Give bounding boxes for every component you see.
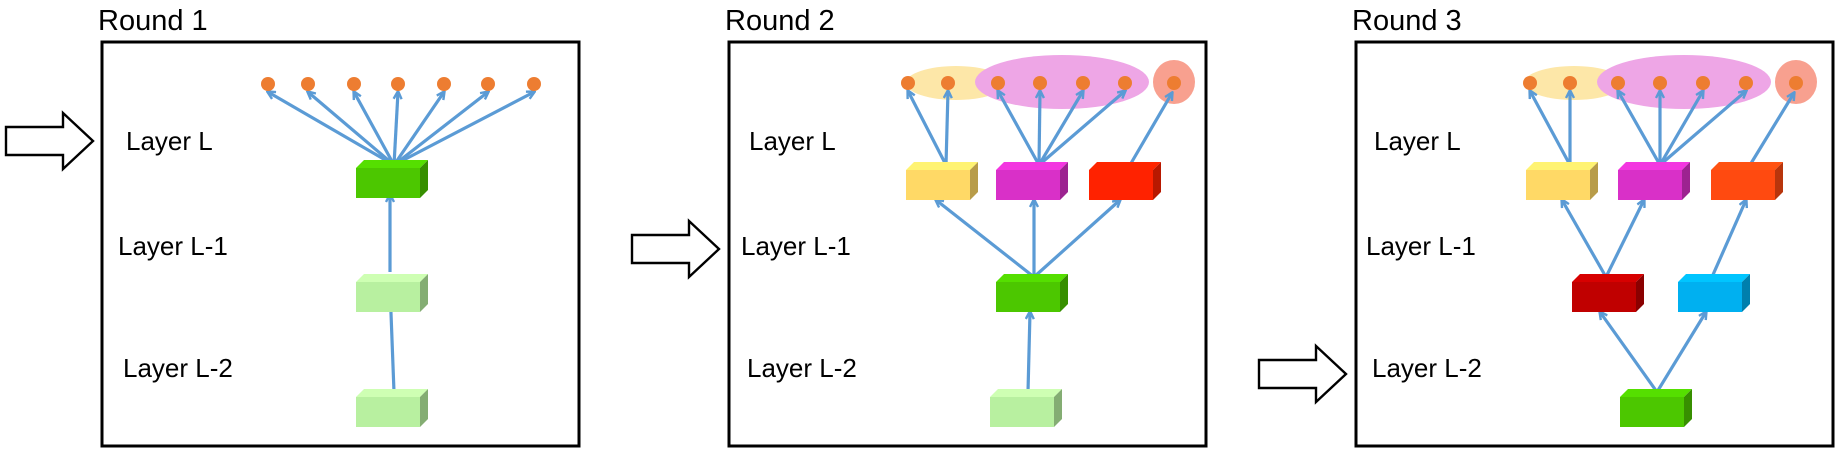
- round-1-network: [261, 77, 541, 427]
- round-3-output-node: [1789, 76, 1803, 90]
- round-3-block-layer-l-2-green: [1620, 389, 1692, 427]
- round-2-output-node: [1033, 76, 1047, 90]
- round-3-edge-to-node: [1658, 91, 1746, 167]
- round-1-edge-to-node: [393, 92, 488, 167]
- round-3-block-layer-l-magenta: [1618, 162, 1690, 200]
- round-2-output-node: [1076, 76, 1090, 90]
- round-2-frame: [727, 40, 1208, 448]
- round-1-label-layer-l-2: Layer L-2: [123, 353, 233, 383]
- round-3-edge-l2-to-l1: [1600, 312, 1659, 393]
- round-1-edge-to-node: [393, 92, 534, 167]
- round-2-edge-to-node: [1037, 91, 1125, 167]
- round-2-output-node: [1118, 76, 1132, 90]
- round-1-edge-to-node: [308, 92, 396, 167]
- round-3-block-layer-l-orange: [1711, 162, 1783, 200]
- round-2-block-layer-l-red: [1089, 162, 1161, 200]
- round-1-block-layer-l-green: [356, 160, 428, 198]
- round-2-edge-l1-to-l: [1032, 200, 1120, 279]
- round-3-output-node: [1696, 76, 1710, 90]
- round-2-block-layer-l-magenta: [996, 162, 1068, 200]
- round-2-block-layer-l-yellow: [906, 162, 978, 200]
- round-2-label-layer-l-2: Layer L-2: [747, 353, 857, 383]
- round-1-edge-to-node: [354, 92, 396, 166]
- round-3-frame: [1354, 40, 1835, 448]
- round-2-output-node: [941, 76, 955, 90]
- round-3-edge-to-node: [1748, 93, 1794, 166]
- round-3-block-layer-l-1-dark-red: [1572, 274, 1644, 312]
- round-2-panel: Round 2 Layer L Layer L-1 Layer L-2: [630, 5, 1208, 448]
- round-2-title: Round 2: [725, 5, 835, 37]
- round-1-title: Round 1: [98, 5, 208, 37]
- round-3-output-node: [1611, 76, 1625, 90]
- round-3-panel: Round 3 Layer L Layer L-1 Layer L-2: [1257, 5, 1835, 448]
- round-1-label-layer-l: Layer L: [126, 126, 213, 156]
- round-1-current-layer-arrow: [4, 110, 95, 172]
- round-1-label-layer-l-1: Layer L-1: [118, 231, 228, 261]
- round-1-output-node: [391, 77, 405, 91]
- round-2-label-layer-l-1: Layer L-1: [741, 231, 851, 261]
- round-3-output-node: [1739, 76, 1753, 90]
- round-3-edge-l1-to-l: [1562, 200, 1608, 278]
- round-1-output-node: [437, 77, 451, 91]
- round-1-output-node: [527, 77, 541, 91]
- round-3-output-node: [1563, 76, 1577, 90]
- round-3-edge-to-node: [1658, 91, 1703, 166]
- round-3-output-node: [1653, 76, 1667, 90]
- round-2-edge-l2-to-l1: [1028, 312, 1030, 393]
- round-2-output-node: [901, 76, 915, 90]
- round-2-network: [901, 55, 1195, 427]
- round-3-output-node: [1523, 76, 1537, 90]
- round-1-output-node: [347, 77, 361, 91]
- round-3-label-layer-l: Layer L: [1374, 126, 1461, 156]
- round-2-output-node: [1167, 76, 1181, 90]
- round-2-output-node: [991, 76, 1005, 90]
- round-2-edge-to-node: [908, 91, 948, 166]
- round-1-panel: Round 1 Layer L Layer L-1 Layer L-2: [4, 5, 581, 448]
- round-2-edge-to-node: [1037, 91, 1083, 166]
- round-2-edge-to-node: [946, 91, 948, 166]
- round-2-block-layer-l-1-green: [996, 274, 1068, 312]
- round-2-edge-to-node: [1039, 91, 1040, 166]
- round-2-edge-to-node: [998, 91, 1041, 166]
- round-3-label-layer-l-1: Layer L-1: [1366, 231, 1476, 261]
- round-1-block-layer-l-2-light-green: [356, 389, 428, 427]
- round-3-group-pink: [1597, 55, 1771, 109]
- round-3-edge-to-node: [1618, 91, 1662, 166]
- round-2-current-layer-arrow: [630, 218, 721, 280]
- round-1-edge-to-node: [392, 92, 398, 166]
- round-2-group-pink: [975, 55, 1149, 109]
- round-3-edge-l2-to-l1: [1655, 312, 1706, 393]
- round-2-label-layer-l: Layer L: [749, 126, 836, 156]
- round-1-output-node: [301, 77, 315, 91]
- round-3-block-layer-l-yellow: [1526, 162, 1598, 200]
- round-3-edge-to-node: [1530, 91, 1572, 166]
- round-1-output-node: [261, 77, 275, 91]
- round-1-edge-to-node: [268, 92, 395, 167]
- round-3-edge-l1-to-l: [1710, 200, 1746, 278]
- round-3-edge-l1-to-l: [1604, 200, 1644, 278]
- round-1-frame: [100, 40, 581, 448]
- round-3-current-layer-arrow: [1257, 343, 1348, 405]
- round-1-block-layer-l-1-light-green: [356, 274, 428, 312]
- round-2-edge-l1-to-l: [936, 200, 1035, 279]
- round-1-edge-to-node: [392, 92, 444, 166]
- round-3-block-layer-l-1-cyan: [1678, 274, 1750, 312]
- round-3-network: [1523, 55, 1817, 427]
- round-2-block-layer-l-2-light-green: [990, 389, 1062, 427]
- round-3-title: Round 3: [1352, 5, 1462, 37]
- round-1-output-node: [481, 77, 495, 91]
- round-3-label-layer-l-2: Layer L-2: [1372, 353, 1482, 383]
- round-2-edge-to-node: [1128, 93, 1172, 166]
